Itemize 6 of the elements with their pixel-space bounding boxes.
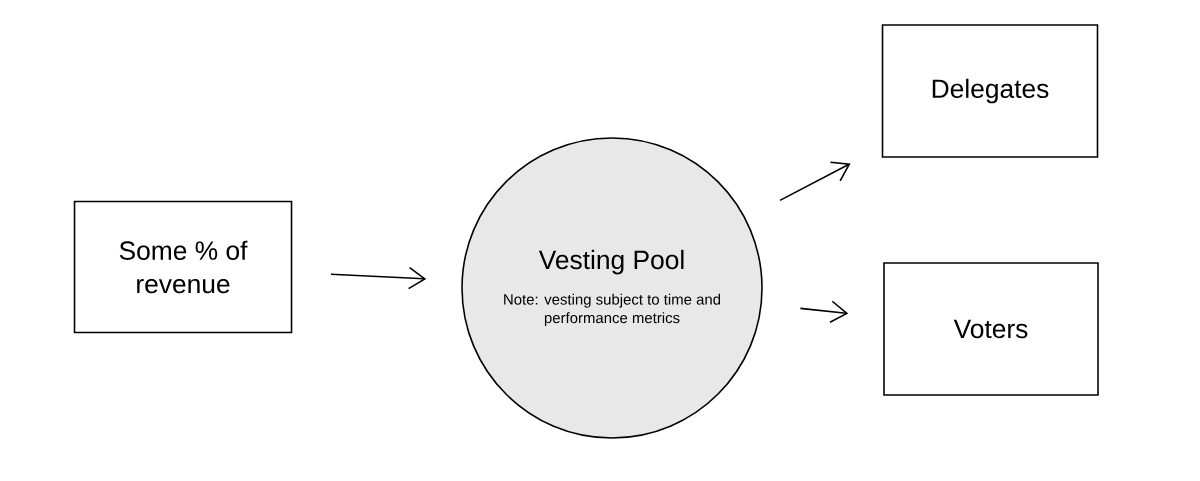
arrow: [779, 161, 851, 202]
process-box: Some % of revenue: [73, 200, 293, 334]
arrow: [330, 266, 427, 290]
arrow: [799, 300, 849, 323]
process-box: Delegates: [881, 24, 1099, 158]
process-box: Voters: [883, 262, 1099, 396]
